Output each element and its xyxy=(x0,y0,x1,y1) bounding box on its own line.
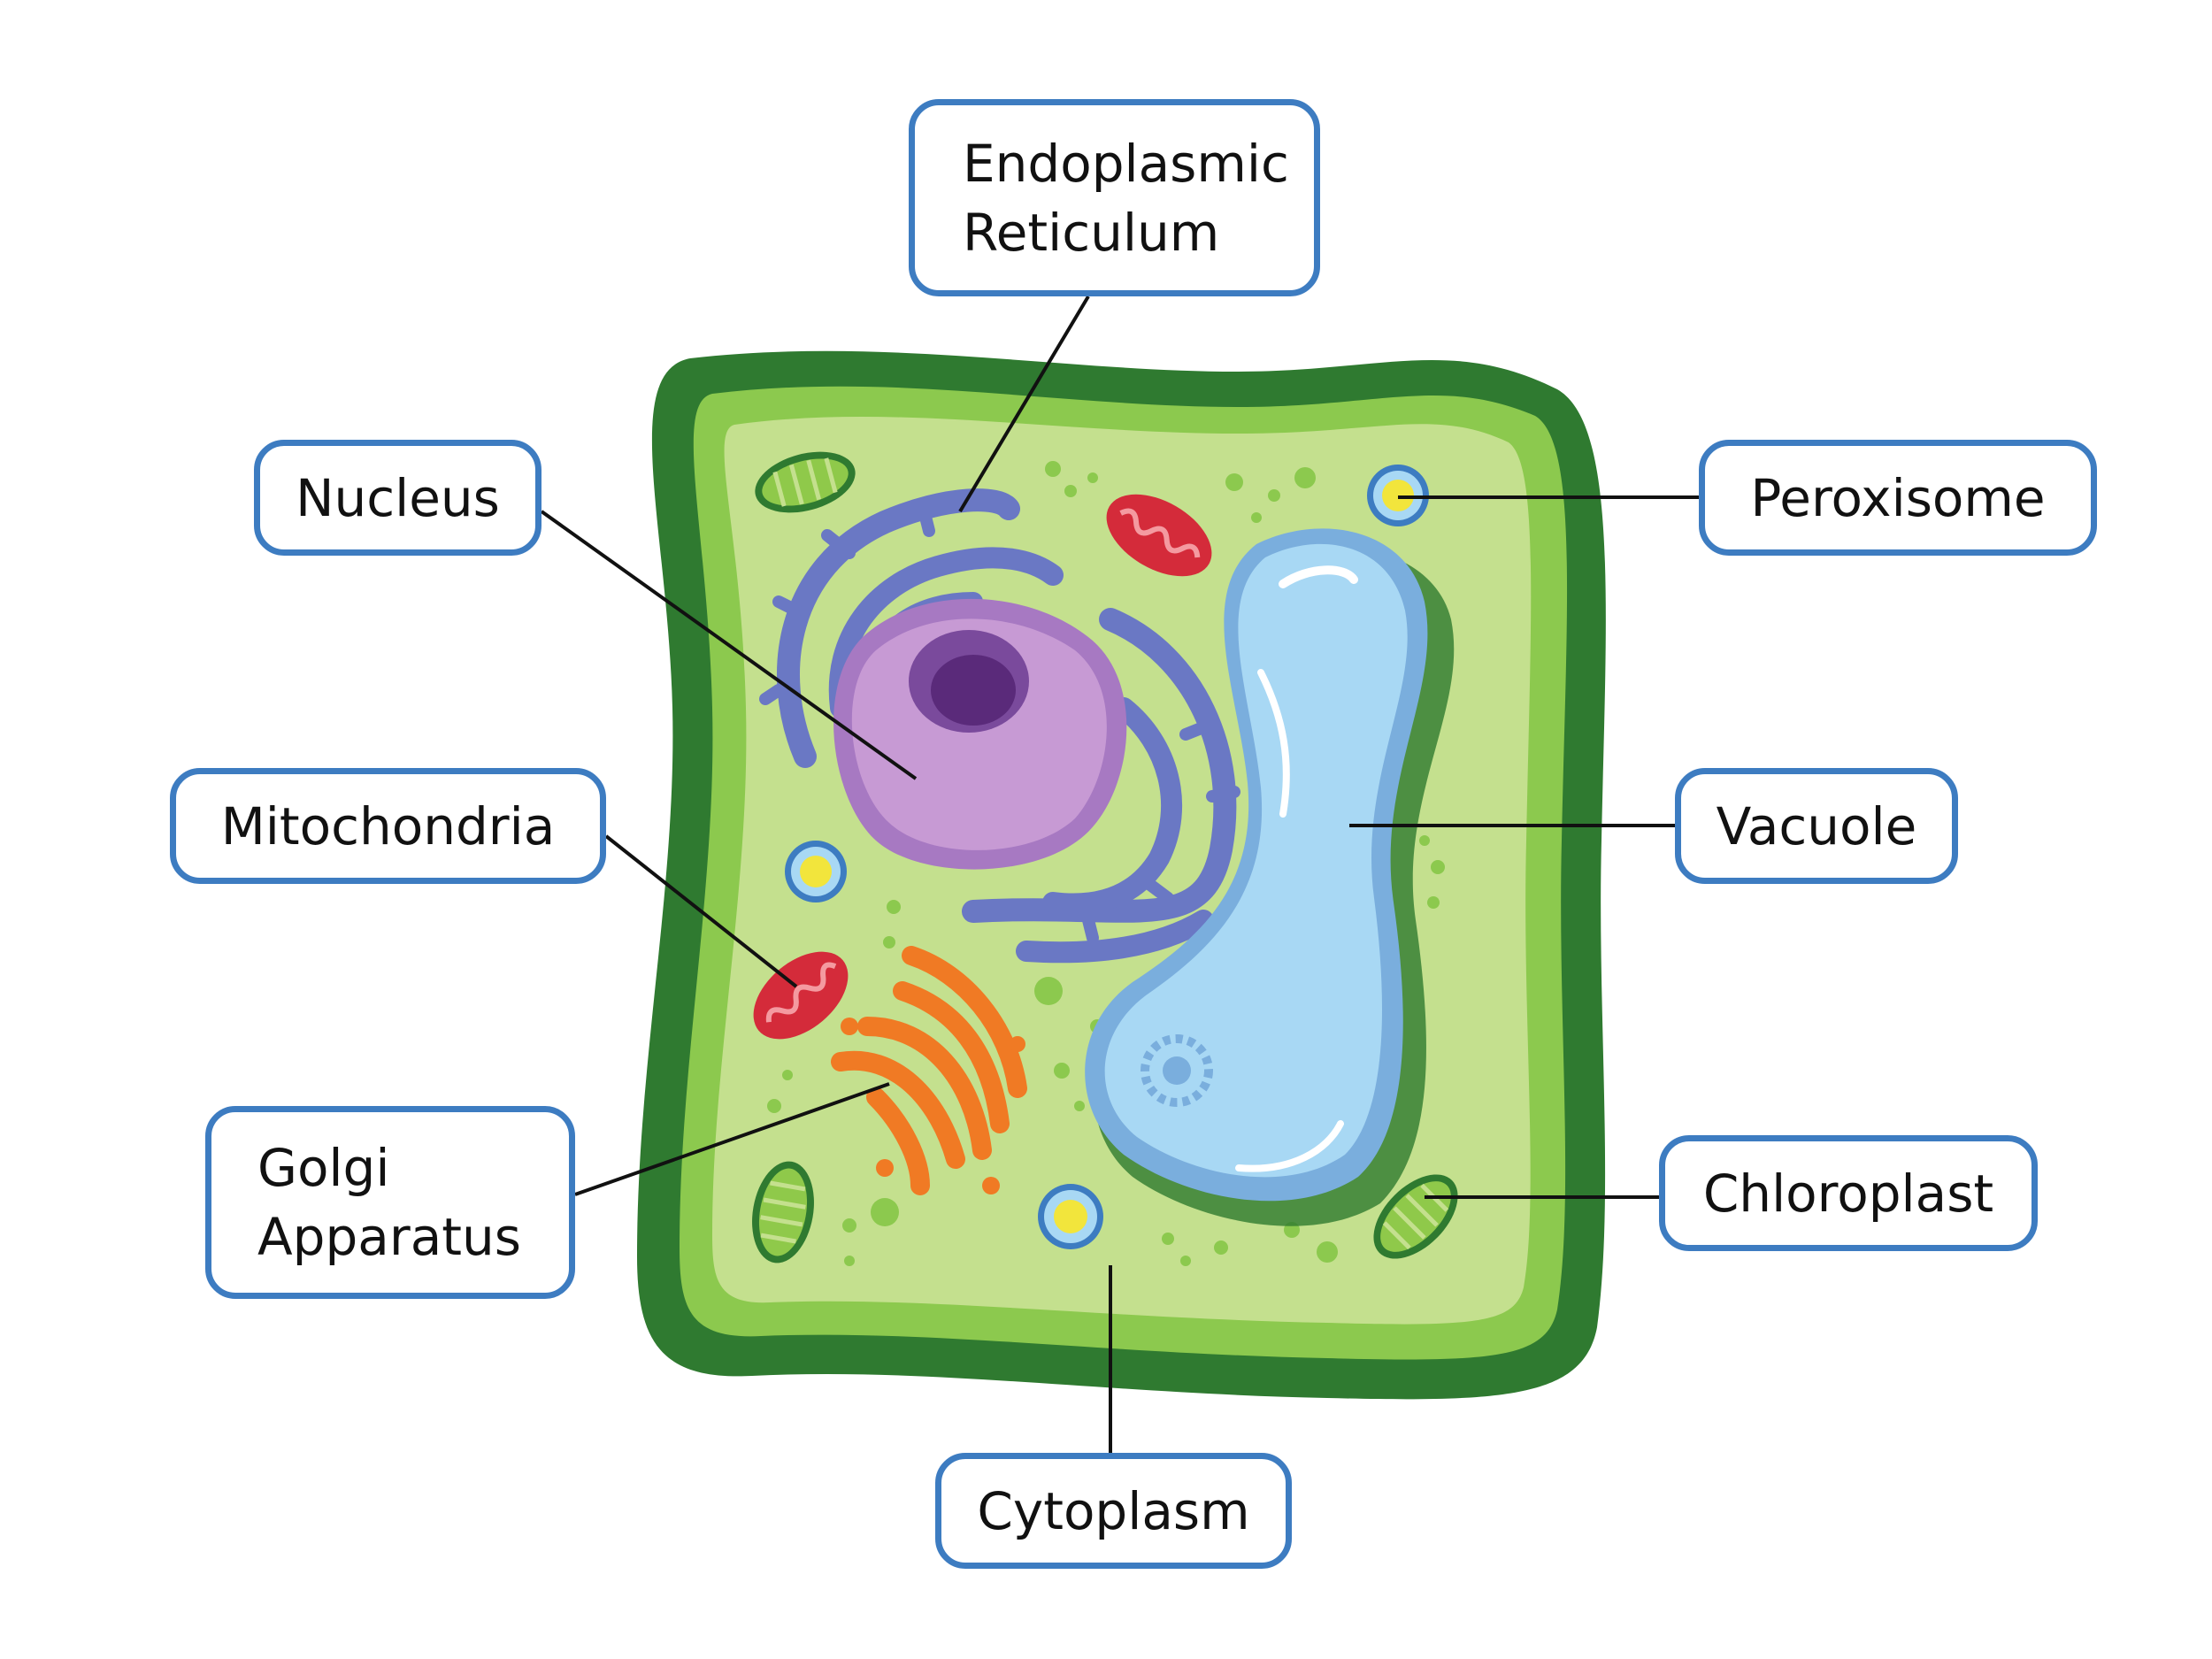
leader-endoplasmic-reticulum xyxy=(958,295,1090,513)
vacuole-organelle xyxy=(1085,528,1455,1226)
nucleus-organelle xyxy=(833,598,1127,870)
vacuole-crystal xyxy=(1141,1034,1213,1107)
chloroplast-top-left xyxy=(755,451,856,513)
peroxisome-left xyxy=(785,841,847,902)
label-cytoplasm: Cytoplasm xyxy=(935,1453,1292,1569)
golgi-apparatus-organelle xyxy=(831,946,1027,1195)
label-nucleus: Nucleus xyxy=(254,440,541,556)
leader-lines xyxy=(540,295,1699,1453)
vacuole-interior xyxy=(1104,543,1408,1178)
leader-nucleus xyxy=(540,510,918,780)
vacuole-crystal-core xyxy=(1163,1056,1191,1085)
vacuole-highlight xyxy=(1279,565,1358,588)
vacuole-highlight-3 xyxy=(1235,1120,1344,1172)
er-mid-arc xyxy=(828,547,1064,718)
er-right-mid xyxy=(1042,697,1183,915)
nucleolus-core xyxy=(931,655,1016,726)
label-mitochondria: Mitochondria xyxy=(170,768,606,884)
vacuole-highlight-2 xyxy=(1257,669,1290,818)
er-ribosomes xyxy=(759,507,1240,944)
label-vacuole: Vacuole xyxy=(1675,768,1958,884)
label-endoplasmic-reticulum: Endoplasmic Reticulum xyxy=(909,99,1320,296)
label-peroxisome: Peroxisome xyxy=(1699,440,2097,556)
label-chloroplast: Chloroplast xyxy=(1659,1135,2038,1251)
mitochondrion-top xyxy=(1106,494,1212,577)
chloroplast-organelles xyxy=(752,451,1458,1263)
chloroplast-bottom-left xyxy=(752,1161,814,1263)
leader-golgi xyxy=(574,1082,890,1196)
label-golgi-apparatus: Golgi Apparatus xyxy=(205,1106,575,1299)
leader-mitochondria xyxy=(604,834,798,988)
er-right-bottom xyxy=(1016,910,1214,964)
peroxisome-bottom xyxy=(1038,1184,1103,1249)
